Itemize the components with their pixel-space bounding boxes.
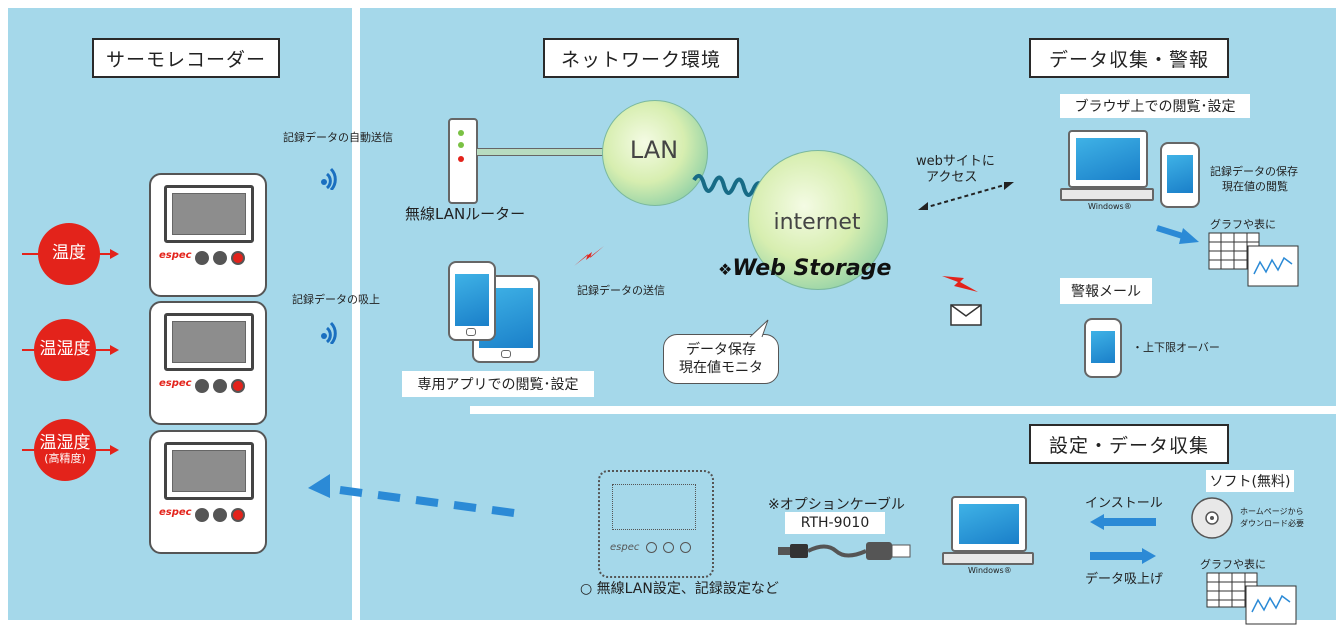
wifi-icon — [321, 167, 337, 190]
label-alarm-mail: 警報メール — [1060, 278, 1152, 304]
label-web-access-2: アクセス — [926, 170, 978, 185]
label-install: インストール — [1085, 496, 1163, 511]
label-download-1: ホームページから — [1240, 507, 1304, 516]
wifi-icon — [321, 321, 337, 344]
thermo-recorder-1: espec — [149, 173, 267, 297]
globe-icon: ❖ — [718, 260, 733, 279]
label-windows: Windows® — [1088, 202, 1132, 211]
arrow-left-icon — [1090, 514, 1156, 530]
badge-temperature: 温度 — [38, 223, 100, 285]
lightning-icon — [942, 276, 978, 292]
label-internet: internet — [773, 210, 861, 235]
label-suck-up: 記録データの吸上 — [292, 293, 380, 306]
thermo-recorder-2: espec — [149, 301, 267, 425]
recorder-brand: espec — [159, 378, 192, 389]
settings-panel-left — [360, 400, 470, 430]
recorder-brand: espec — [159, 250, 192, 261]
label-graph-table: グラフや表に — [1210, 218, 1276, 231]
label-option-cable: ※オプションケーブル — [768, 497, 905, 513]
badge-temp-humidity-high: 温湿度 (高精度) — [34, 419, 96, 481]
arrow-right-icon — [1090, 548, 1156, 564]
label-router: 無線LANルーター — [405, 205, 526, 223]
label-download-2: ダウンロード必要 — [1240, 519, 1304, 528]
usb-cable-icon — [778, 542, 911, 560]
laptop-icon — [951, 496, 1027, 552]
router-cable — [476, 148, 604, 156]
smartphone-icon — [1160, 142, 1200, 208]
label-record-save-2: 現在値の閲覧 — [1222, 180, 1288, 193]
internet-sphere — [748, 150, 888, 290]
router-device — [448, 118, 478, 204]
label-graph-table-2: グラフや表に — [1200, 558, 1266, 571]
web-storage-logo: ❖Web Storage — [718, 256, 892, 281]
divider — [470, 406, 1336, 414]
label-web-access-1: webサイトに — [916, 154, 995, 169]
recorder-brand: espec — [159, 507, 192, 518]
section-title-settings: 設定・データ収集 — [1029, 424, 1229, 464]
label-auto-send: 記録データの自動送信 — [283, 131, 393, 144]
label-send-data: 記録データの送信 — [577, 284, 665, 297]
section-title-network: ネットワーク環境 — [543, 38, 739, 78]
label-app-view: 専用アプリでの閲覧･設定 — [402, 371, 594, 397]
label-wireless-settings: ○ 無線LAN設定、記録設定など — [580, 581, 779, 597]
label-windows-2: Windows® — [968, 566, 1012, 575]
arrow-icon — [110, 249, 119, 259]
badge-temp-humidity: 温湿度 — [34, 319, 96, 381]
thermo-recorder-3: espec — [149, 430, 267, 554]
bubble-tail — [749, 319, 769, 338]
arrow-icon — [1156, 225, 1199, 244]
table-chart-icon — [1206, 572, 1297, 625]
data-save-bubble: データ保存 現在値モニタ — [663, 334, 779, 384]
label-data-upload: データ吸上げ — [1085, 572, 1164, 587]
coil-connector-icon — [692, 173, 768, 197]
table-chart-icon — [1208, 232, 1299, 287]
laptop-icon — [1068, 130, 1148, 188]
lan-sphere — [602, 100, 708, 206]
cd-icon — [1191, 497, 1233, 539]
double-arrow-icon — [918, 182, 1014, 210]
label-browser-view: ブラウザ上での閲覧･設定 — [1060, 94, 1250, 118]
mail-icon — [950, 304, 982, 326]
label-lan: LAN — [629, 136, 679, 164]
label-limit-over: ・上下限オーバー — [1132, 341, 1220, 354]
label-record-save-1: 記録データの保存 — [1210, 165, 1298, 178]
smartphone-icon — [1084, 318, 1122, 378]
lightning-icon — [574, 246, 604, 266]
arrow-icon — [110, 445, 119, 455]
section-title-data: データ収集・警報 — [1029, 38, 1229, 78]
arrow-icon — [110, 345, 119, 355]
recorder-outline: espec — [598, 470, 714, 578]
section-title-recorder: サーモレコーダー — [92, 38, 280, 78]
smartphone-icon — [448, 261, 496, 341]
label-soft-free: ソフト(無料) — [1206, 470, 1294, 492]
label-cable-model: RTH-9010 — [785, 512, 885, 534]
dashed-arrow-icon — [308, 474, 515, 517]
